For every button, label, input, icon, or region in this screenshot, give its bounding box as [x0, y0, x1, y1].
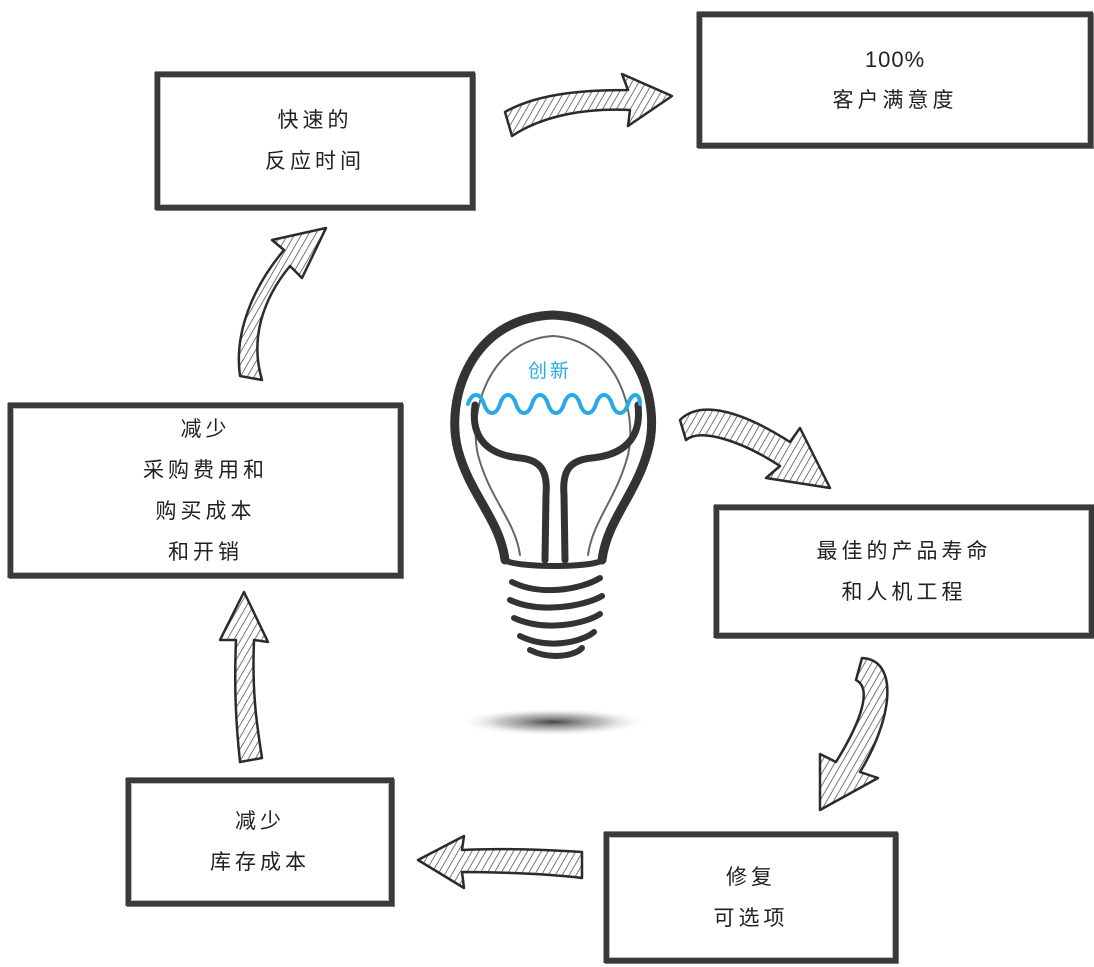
inventory-line-1: 减少 — [235, 809, 285, 833]
repair-options-box: 修复 可选项 — [604, 832, 898, 963]
arrow-repair-to-inventory — [416, 834, 584, 890]
purchase-line-4: 和开销 — [168, 539, 243, 564]
fast-response-box: 快速的 反应时间 — [155, 72, 475, 210]
repair-line-1: 修复 — [726, 864, 776, 889]
purchase-cost-box: 减少 采购费用和 购买成本 和开销 — [8, 403, 403, 578]
filament-wave — [466, 393, 642, 415]
light-bulb-icon — [450, 310, 656, 659]
fast-response-line-2: 反应时间 — [265, 149, 365, 173]
product-life-line-2: 和人机工程 — [841, 579, 967, 604]
fast-response-line-1: 快速的 — [277, 108, 353, 132]
inventory-cost-box: 减少 库存成本 — [126, 778, 394, 906]
purchase-line-3: 购买成本 — [155, 498, 256, 523]
customer-satisfaction-box: 100% 客户满意度 — [697, 12, 1093, 148]
arrow-inventory-to-purchase — [218, 590, 270, 764]
repair-line-2: 可选项 — [713, 905, 789, 930]
purchase-line-2: 采购费用和 — [143, 457, 268, 482]
purchase-line-1: 减少 — [180, 416, 231, 441]
innovation-label: 创新 — [527, 360, 572, 382]
arrow-life-to-repair — [818, 656, 889, 812]
product-life-line-1: 最佳的产品寿命 — [816, 538, 992, 563]
arrow-bulb-to-life — [678, 408, 832, 490]
satisfaction-percentage: 100% — [864, 47, 926, 72]
satisfaction-label: 客户满意度 — [832, 88, 958, 112]
arrow-fast-to-satisfaction — [503, 72, 674, 138]
inventory-line-2: 库存成本 — [210, 850, 310, 874]
arrow-purchase-to-fast — [237, 226, 328, 382]
product-life-box: 最佳的产品寿命 和人机工程 — [714, 505, 1094, 638]
bulb-shadow — [458, 708, 648, 736]
